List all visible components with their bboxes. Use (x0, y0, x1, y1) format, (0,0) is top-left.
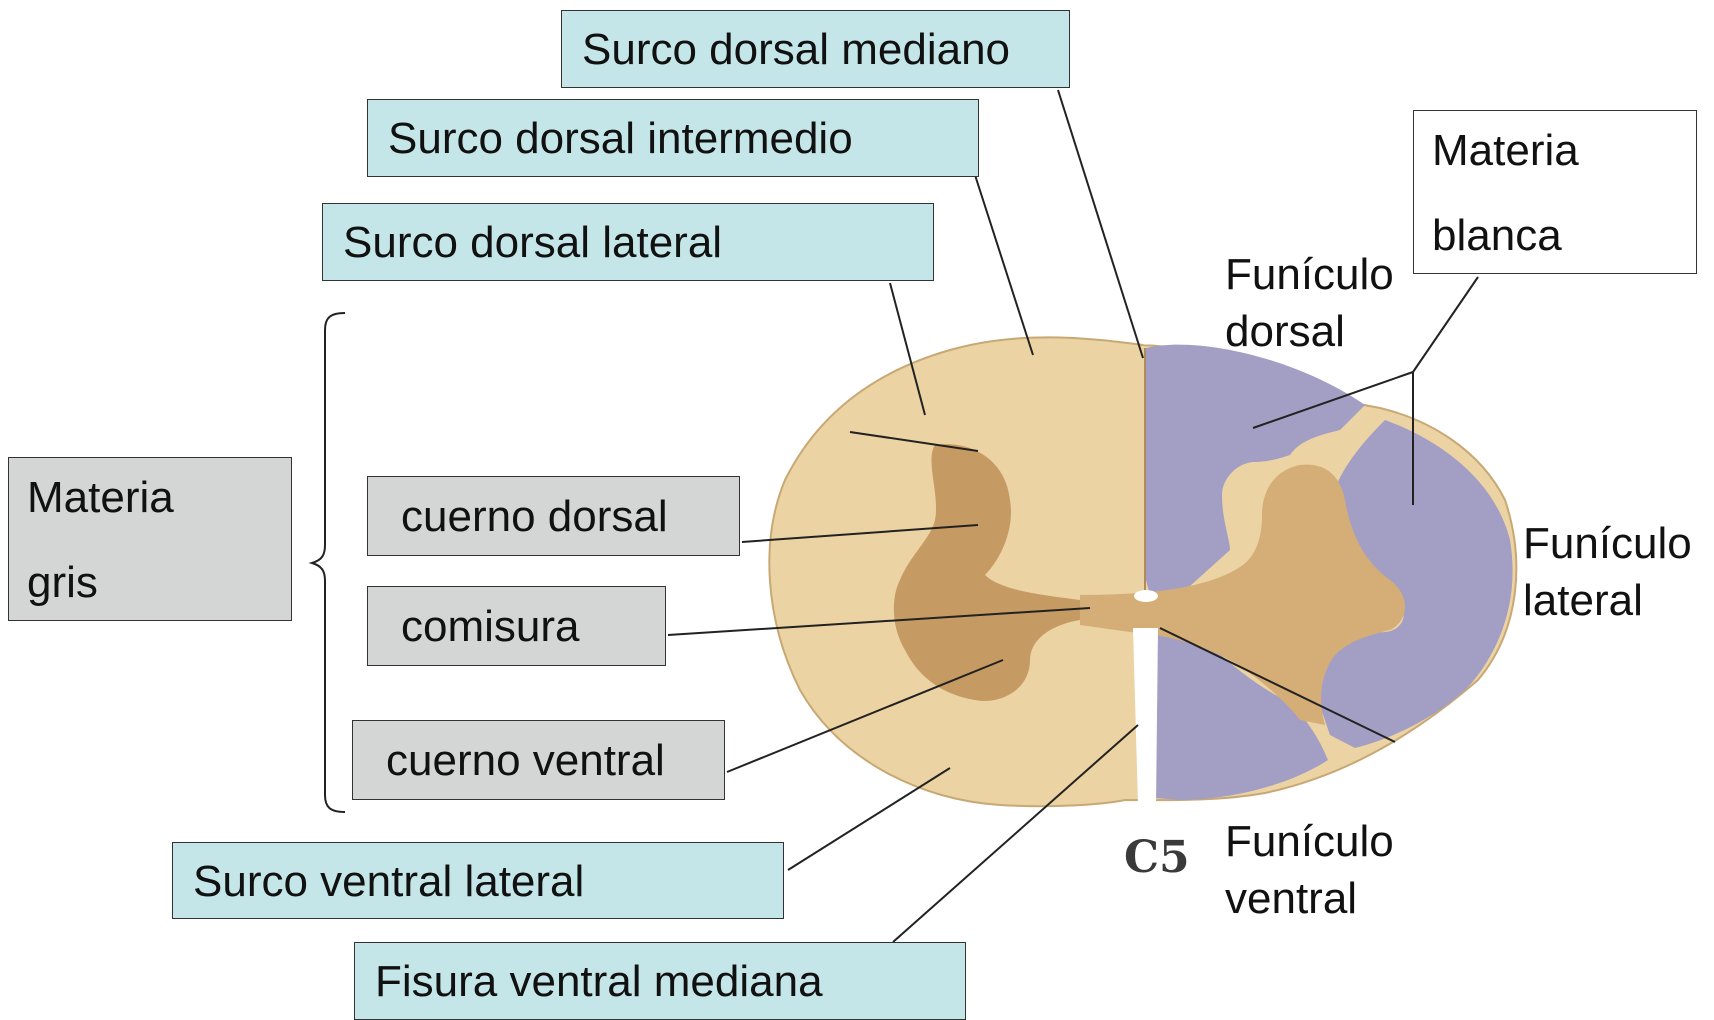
central-canal (1134, 590, 1158, 602)
materia-gris-line2: gris (27, 561, 291, 605)
surco-ventral-lateral-label: Surco ventral lateral (172, 842, 784, 919)
cuerno-dorsal-label: cuerno dorsal (367, 476, 740, 556)
funiculo-lateral-line2: lateral (1523, 572, 1692, 629)
materia-blanca-line1: Materia (1432, 129, 1696, 173)
fisura-ventral-mediana-text: Fisura ventral mediana (375, 957, 823, 1006)
surco-dorsal-intermedio-text: Surco dorsal intermedio (388, 114, 853, 163)
materia-blanca-line2: blanca (1432, 214, 1696, 258)
surco-dorsal-mediano-text: Surco dorsal mediano (582, 25, 1010, 74)
surco-dorsal-mediano-label: Surco dorsal mediano (561, 10, 1070, 88)
cuerno-ventral-text: cuerno ventral (386, 736, 665, 785)
cuerno-ventral-label: cuerno ventral (352, 720, 725, 800)
surco-dorsal-lateral-label: Surco dorsal lateral (322, 203, 934, 281)
fisura-ventral-mediana-label: Fisura ventral mediana (354, 942, 966, 1020)
funiculo-dorsal-label: Funículo dorsal (1225, 246, 1394, 360)
funiculo-ventral-line1: Funículo (1225, 813, 1394, 870)
surco-dorsal-intermedio-label: Surco dorsal intermedio (367, 99, 979, 177)
funiculo-lateral-label: Funículo lateral (1523, 515, 1692, 629)
funiculo-lateral-line1: Funículo (1523, 515, 1692, 572)
materia-gris-label: Materia gris (8, 457, 292, 621)
materia-blanca-label: Materia blanca (1413, 110, 1697, 274)
funiculo-dorsal-line1: Funículo (1225, 246, 1394, 303)
materia-gris-line1: Materia (27, 476, 291, 520)
comisura-label: comisura (367, 586, 666, 666)
materia-gris-bracket (312, 313, 345, 812)
comisura-text: comisura (401, 602, 580, 651)
segment-label: C5 (1124, 832, 1190, 883)
funiculo-dorsal-line2: dorsal (1225, 303, 1394, 360)
funiculo-ventral-label: Funículo ventral (1225, 813, 1394, 927)
surco-dorsal-lateral-text: Surco dorsal lateral (343, 218, 722, 267)
funiculo-ventral-line2: ventral (1225, 870, 1394, 927)
surco-ventral-lateral-text: Surco ventral lateral (193, 857, 584, 906)
cuerno-dorsal-text: cuerno dorsal (401, 492, 668, 541)
